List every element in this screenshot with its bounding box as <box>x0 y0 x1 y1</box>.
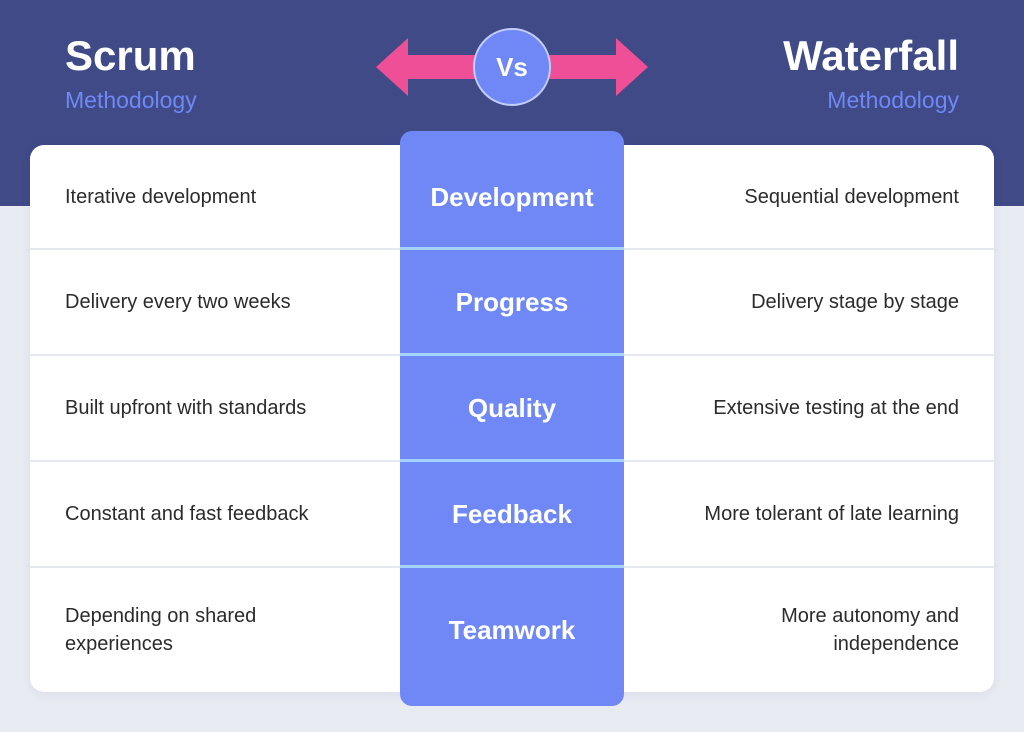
scrum-cell-text: Iterative development <box>65 186 257 208</box>
criteria-development: Development <box>400 145 624 249</box>
criteria-divider <box>400 247 624 250</box>
criteria-feedback: Feedback <box>400 462 624 566</box>
waterfall-development: Sequential development <box>640 145 959 249</box>
vs-badge: Vs <box>473 28 551 106</box>
criteria-label: Feedback <box>452 499 572 529</box>
waterfall-teamwork: More autonomy and independence <box>640 568 959 692</box>
scrum-cell-text: Constant and fast feedback <box>65 503 309 525</box>
criteria-divider <box>400 353 624 356</box>
criteria-teamwork: Teamwork <box>400 568 624 692</box>
scrum-cell-text: Delivery every two weeks <box>65 291 291 313</box>
waterfall-cell-text: More autonomy and independence <box>781 605 959 655</box>
scrum-teamwork: Depending on shared experiences <box>65 568 385 692</box>
waterfall-feedback: More tolerant of late learning <box>640 462 959 566</box>
criteria-progress: Progress <box>400 250 624 354</box>
scrum-cell-text: Built upfront with standards <box>65 397 307 419</box>
waterfall-cell-text: More tolerant of late learning <box>704 503 959 525</box>
criteria-quality: Quality <box>400 356 624 460</box>
criteria-column <box>400 131 624 706</box>
scrum-cell-text: Depending on shared experiences <box>65 605 257 655</box>
scrum-subtitle: Methodology <box>65 87 197 113</box>
waterfall-cell-text: Sequential development <box>744 186 959 208</box>
waterfall-title: Waterfall <box>783 32 959 79</box>
criteria-divider <box>400 459 624 462</box>
criteria-label: Progress <box>455 287 569 317</box>
waterfall-cell-text: Extensive testing at the end <box>713 397 959 419</box>
criteria-label: Development <box>430 182 594 212</box>
waterfall-progress: Delivery stage by stage <box>640 250 959 354</box>
scrum-development: Iterative development <box>65 145 385 249</box>
waterfall-subtitle: Methodology <box>827 87 959 113</box>
scrum-title: Scrum <box>65 32 196 79</box>
waterfall-quality: Extensive testing at the end <box>640 356 959 460</box>
scrum-feedback: Constant and fast feedback <box>65 462 385 566</box>
scrum-progress: Delivery every two weeks <box>65 250 385 354</box>
waterfall-cell-text: Delivery stage by stage <box>751 291 959 313</box>
scrum-quality: Built upfront with standards <box>65 356 385 460</box>
criteria-divider <box>400 565 624 568</box>
criteria-label: Quality <box>467 393 557 423</box>
criteria-label: Teamwork <box>448 615 576 645</box>
